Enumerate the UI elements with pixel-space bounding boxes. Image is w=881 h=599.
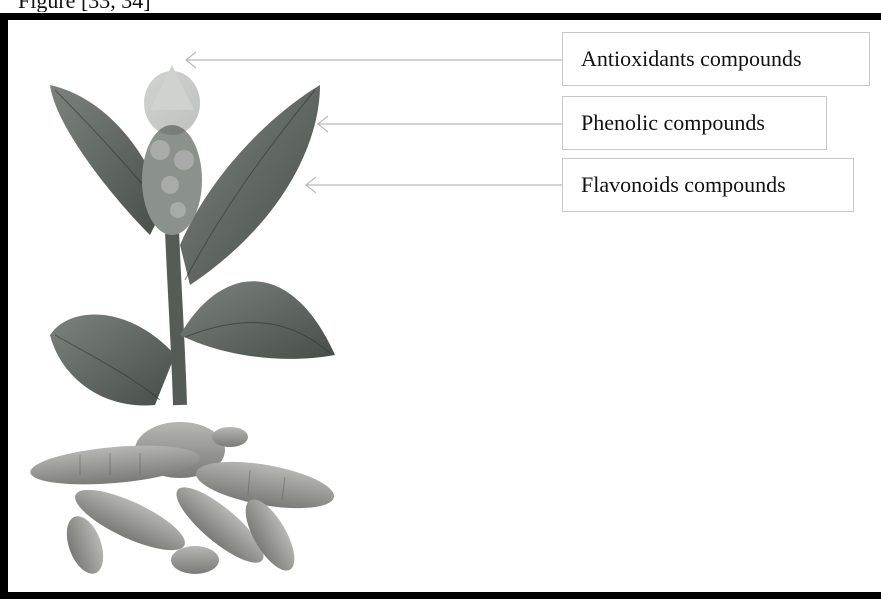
label-phenolic-compounds: Phenolic compounds (562, 96, 827, 150)
label-antioxidants-compounds: Antioxidants compounds (562, 32, 870, 86)
label-flavonoids-compounds: Flavonoids compounds (562, 158, 854, 212)
label-phenolic-text: Phenolic compounds (581, 110, 765, 136)
label-antioxidants-text: Antioxidants compounds (581, 46, 802, 72)
label-flavonoids-text: Flavonoids compounds (581, 172, 786, 198)
